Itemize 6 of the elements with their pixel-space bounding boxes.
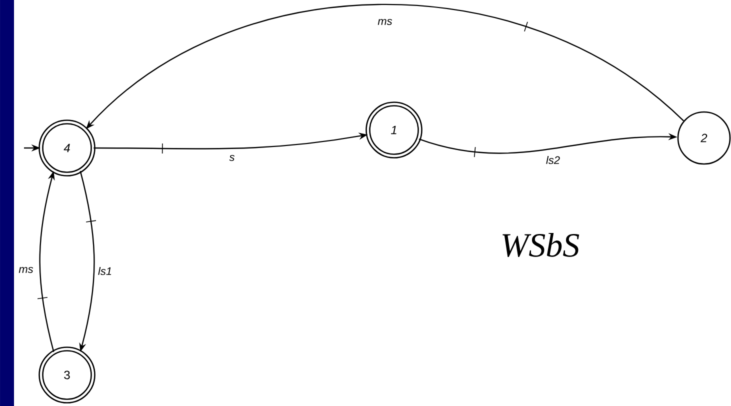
edge-label: ms xyxy=(18,266,34,274)
edge-label: ls1 xyxy=(96,266,114,276)
edge-label: ls2 xyxy=(544,154,562,166)
edge-label: s xyxy=(228,154,236,162)
edge-label: ms xyxy=(376,18,394,26)
title-text: WSbS xyxy=(502,232,580,258)
